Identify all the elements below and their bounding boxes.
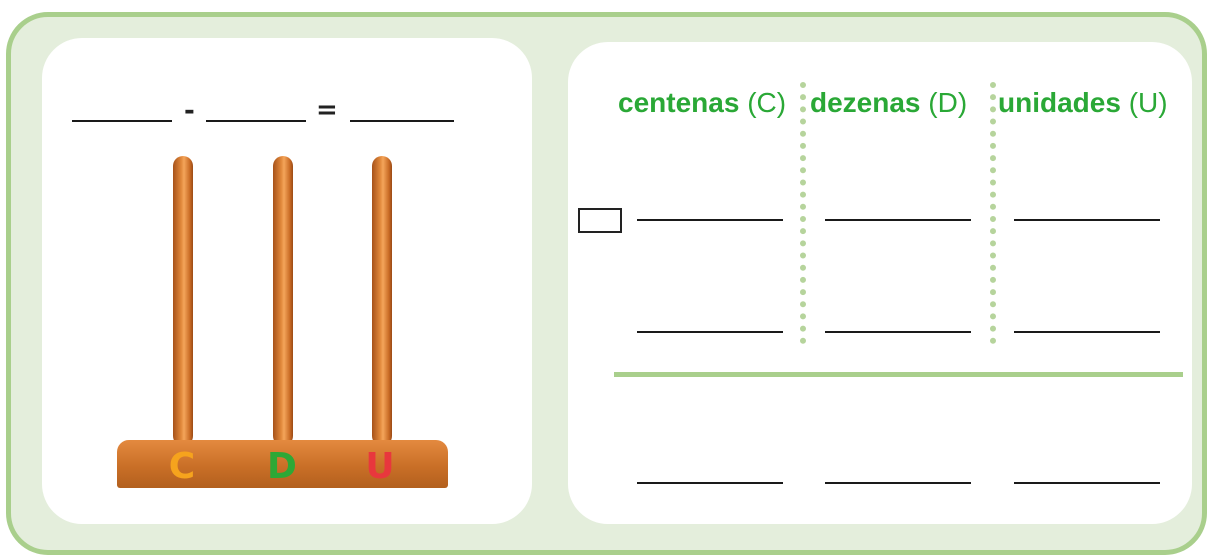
row1-dezenas-blank[interactable] [825, 219, 971, 221]
row2-dezenas-blank[interactable] [825, 331, 971, 333]
header-dezenas-abbr: (D) [928, 87, 968, 118]
row1-unidades-blank[interactable] [1014, 219, 1160, 221]
abacus-label-u: U [365, 446, 395, 487]
result-dezenas-blank[interactable] [825, 482, 971, 484]
abacus-label-c: C [168, 446, 196, 487]
abacus-rod-centenas [173, 156, 193, 446]
dotted-divider-2 [990, 82, 996, 344]
row2-centenas-blank[interactable] [637, 331, 783, 333]
abacus-base [117, 440, 448, 488]
abacus-rod-dezenas [273, 156, 293, 446]
minus-sign: - [184, 96, 195, 126]
abacus-label-d: D [267, 446, 297, 487]
carry-box[interactable] [578, 208, 622, 233]
equation-blank-1[interactable] [72, 120, 172, 122]
result-line [614, 372, 1183, 377]
equals-sign: = [316, 95, 338, 125]
row2-unidades-blank[interactable] [1014, 331, 1160, 333]
abacus-rod-unidades [372, 156, 392, 446]
result-unidades-blank[interactable] [1014, 482, 1160, 484]
header-unidades-word: unidades [998, 87, 1121, 118]
equation-blank-3[interactable] [350, 120, 454, 122]
result-centenas-blank[interactable] [637, 482, 783, 484]
header-centenas: centenas (C) [618, 86, 786, 120]
header-unidades: unidades (U) [998, 86, 1168, 120]
place-value-panel [568, 42, 1192, 524]
header-dezenas: dezenas (D) [810, 86, 967, 120]
header-dezenas-word: dezenas [810, 87, 921, 118]
header-centenas-abbr: (C) [747, 87, 787, 118]
header-unidades-abbr: (U) [1128, 87, 1168, 118]
dotted-divider-1 [800, 82, 806, 344]
row1-centenas-blank[interactable] [637, 219, 783, 221]
header-centenas-word: centenas [618, 87, 740, 118]
equation-blank-2[interactable] [206, 120, 306, 122]
